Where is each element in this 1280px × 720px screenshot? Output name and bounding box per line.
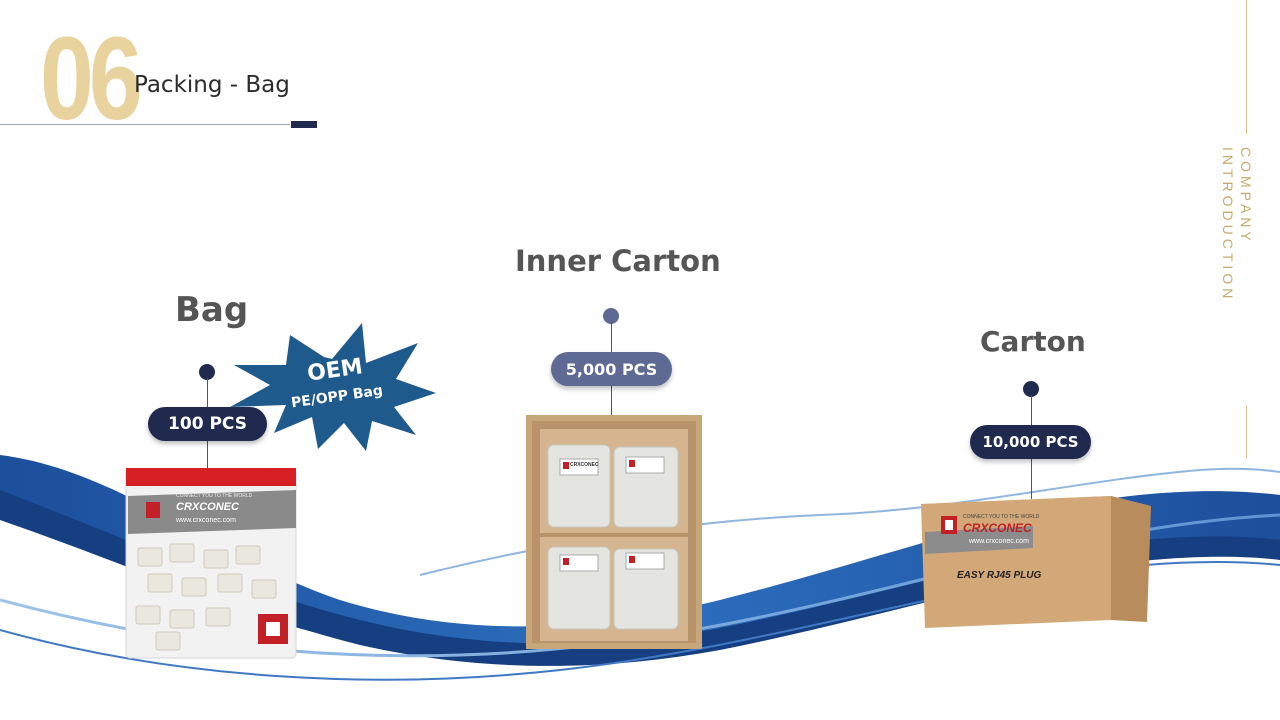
inner-carton-brand: CRXCONEC <box>570 462 599 468</box>
bag-illustration <box>124 467 298 659</box>
side-line-bottom <box>1246 406 1247 458</box>
bag-product-image: CRXCONEC CONNECT YOU TO THE WORLD www.cr… <box>118 467 298 660</box>
bag-dot <box>199 364 215 380</box>
side-line-top <box>1246 0 1247 134</box>
carton-product-image: CRXCONEC CONNECT YOU TO THE WORLD www.cr… <box>921 494 1153 630</box>
bag-quantity-badge: 100 PCS <box>148 407 267 441</box>
bag-website: www.crxconec.com <box>176 517 236 524</box>
inner-carton-illustration <box>526 415 702 649</box>
carton-brand: CRXCONEC <box>963 521 1032 535</box>
bag-brand: CRXCONEC <box>176 501 239 513</box>
carton-label: EASY RJ45 PLUG <box>957 570 1042 581</box>
side-label-line2: INTRODUCTION <box>1220 147 1236 303</box>
oem-burst-shape <box>230 323 436 451</box>
title-underline <box>0 124 290 125</box>
side-label: COMPANY INTRODUCTION <box>1219 147 1255 302</box>
carton-website: www.crxconec.com <box>969 538 1029 545</box>
carton-illustration <box>921 496 1151 628</box>
section-number: 06 <box>40 13 143 145</box>
wave-main <box>0 455 1280 655</box>
side-label-line1: COMPANY <box>1238 147 1254 245</box>
bag-heading: Bag <box>175 290 249 330</box>
inner-carton-heading: Inner Carton <box>515 244 721 278</box>
carton-dot <box>1023 381 1039 397</box>
wave-dark <box>0 490 1280 666</box>
inner-carton-dot <box>603 308 619 324</box>
carton-quantity-badge: 10,000 PCS <box>970 425 1091 459</box>
title-accent-bar <box>291 121 317 128</box>
inner-carton-product-image: CRXCONEC <box>526 415 702 649</box>
carton-heading: Carton <box>980 325 1086 358</box>
page-title: Packing - Bag <box>134 72 290 98</box>
inner-carton-quantity-badge: 5,000 PCS <box>551 352 672 386</box>
bag-tagline: CONNECT YOU TO THE WORLD <box>176 493 253 499</box>
carton-tagline: CONNECT YOU TO THE WORLD <box>963 514 1040 520</box>
